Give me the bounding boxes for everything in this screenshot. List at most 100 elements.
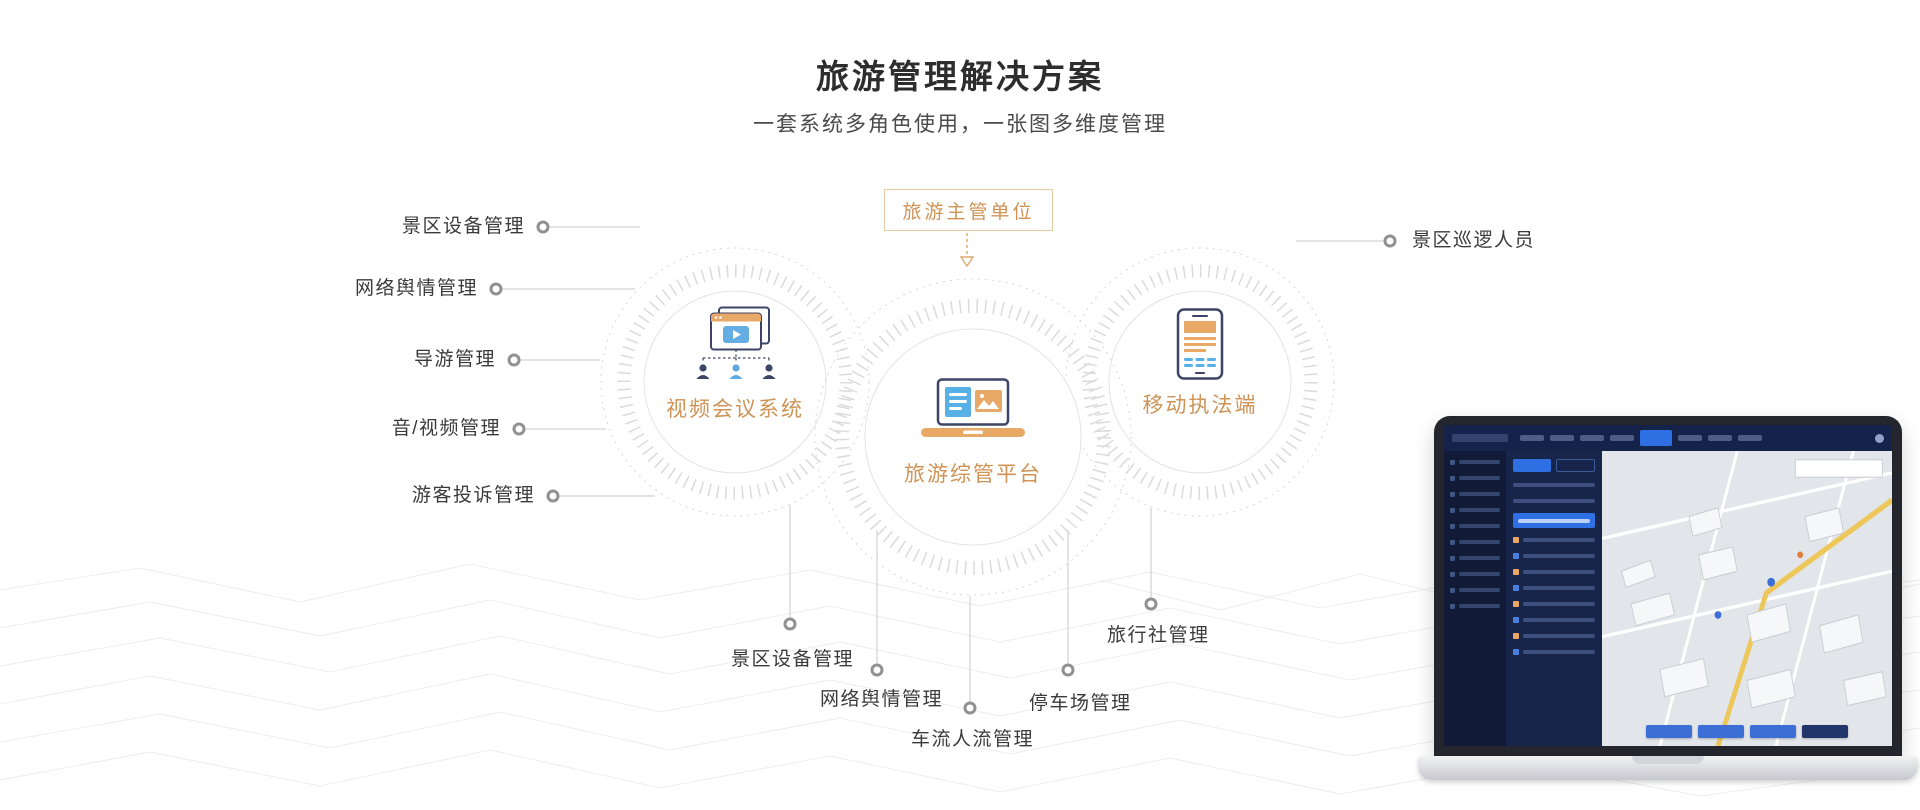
mock-menu-item [1450,571,1500,577]
label-traffic-flow: 车流人流管理 [911,729,1035,750]
arrow-down-icon [959,256,975,268]
mock-filter-buttons [1513,459,1595,472]
laptop-mockup [1418,416,1918,784]
laptop-base [1418,756,1918,780]
mock-menu-icon [1450,571,1455,577]
label-parking-lot: 停车场管理 [1029,693,1132,714]
connector-dot [1061,663,1075,677]
page-title: 旅游管理解决方案 [816,58,1104,95]
mock-nav-item [1520,435,1544,441]
connector-dot [870,663,884,677]
mock-sidebar-primary [1444,451,1506,746]
mock-list-item [1513,536,1595,544]
label-tourist-complaint: 游客投诉管理 [411,485,535,506]
mock-map-marker [1714,611,1722,619]
mock-list-item [1513,616,1595,624]
mock-map-marker [1767,577,1776,587]
mock-list-item [1513,568,1595,576]
label-patrol-personnel: 景区巡逻人员 [1412,230,1536,251]
mobile-phone-icon [1176,308,1224,380]
mock-nav-item [1738,435,1762,441]
top-unit-box: 旅游主管单位 [884,189,1053,231]
node-label-tourism-platform: 旅游综管平台 [904,463,1042,486]
mock-map-search [1794,459,1883,478]
mock-list-item [1513,481,1595,489]
label-network-opinion-bottom: 网络舆情管理 [820,689,944,710]
mock-nav-item [1708,435,1732,441]
video-conference-icon [696,306,776,379]
right-connectors [1296,234,1397,248]
mock-list-item-active [1513,513,1595,528]
mock-button-primary [1513,459,1551,472]
mock-menu-icon [1450,539,1455,545]
left-connectors [489,220,655,503]
mock-menu-item [1450,603,1500,609]
label-scenic-equipment-left: 景区设备管理 [401,216,525,237]
connector-dot [783,617,797,631]
laptop-notch [1632,756,1704,764]
mock-list-icon [1513,601,1519,607]
mock-nav-item [1580,435,1604,441]
mock-menu-icon [1450,459,1455,465]
connector-dot [536,220,550,234]
mock-list-icon [1513,617,1519,623]
mock-list-item [1513,584,1595,592]
mock-map-marker-alert [1797,551,1804,559]
mock-menu-icon [1450,491,1455,497]
node-label-mobile-enforcement: 移动执法端 [1142,394,1258,417]
mock-menu-text [1459,572,1500,576]
mock-map-button-dark [1802,725,1848,738]
mock-menu-item [1450,539,1500,545]
mock-menu-icon [1450,587,1455,593]
mock-menu-item [1450,491,1500,497]
node-label-video-conference: 视频会议系统 [666,398,804,421]
mock-menu-icon [1450,555,1455,561]
mock-button-secondary [1555,459,1595,472]
node-ring-mobile-enforcement [1065,247,1335,517]
mock-map-button [1646,725,1692,738]
mock-menu-text [1459,588,1500,592]
mock-menu-icon [1450,523,1455,529]
page-subtitle: 一套系统多角色使用，一张图多维度管理 [753,113,1167,136]
mock-list-item [1513,552,1595,560]
mock-map-toolbar [1646,725,1848,738]
node-tourism-platform: 旅游综管平台 [873,378,1073,488]
connector-dot [963,701,977,715]
mock-menu-text [1459,540,1500,544]
node-video-conference: 视频会议系统 [645,306,825,423]
node-mobile-enforcement: 移动执法端 [1110,308,1290,419]
mock-menu-text [1459,476,1500,480]
mock-list-item [1513,648,1595,656]
node-ring-video-conference [600,247,870,517]
mock-menu-text [1459,492,1500,496]
top-unit-label: 旅游主管单位 [902,201,1035,223]
mock-screen-body [1444,451,1892,746]
mock-menu-item [1450,587,1500,593]
mock-menu-icon [1450,507,1455,513]
mock-list-icon [1513,569,1519,575]
connector-dot [546,489,560,503]
mock-map-graphic [1602,451,1892,746]
label-network-opinion-left: 网络舆情管理 [354,278,478,299]
mock-menu-text [1459,460,1500,464]
label-audio-video: 音/视频管理 [391,418,501,439]
connector-dot [489,282,503,296]
mock-nav-item [1610,435,1634,441]
mock-list-icon [1513,633,1519,639]
mock-list-icon [1513,649,1519,655]
mock-buildings [1620,507,1887,709]
mock-list-icon [1513,585,1519,591]
mock-menu-item [1450,459,1500,465]
laptop-screen [1434,416,1902,758]
mock-menu-item [1450,523,1500,529]
label-tour-guide: 导游管理 [413,349,496,370]
mock-menu-icon [1450,603,1455,609]
mock-menu-text [1459,556,1500,560]
mock-nav-item [1550,435,1574,441]
label-scenic-equipment-bottom: 景区设备管理 [731,649,855,670]
mock-avatar [1875,433,1884,443]
mock-main-road [1715,497,1892,746]
connector-dot [507,353,521,367]
connector-dot [512,422,526,436]
